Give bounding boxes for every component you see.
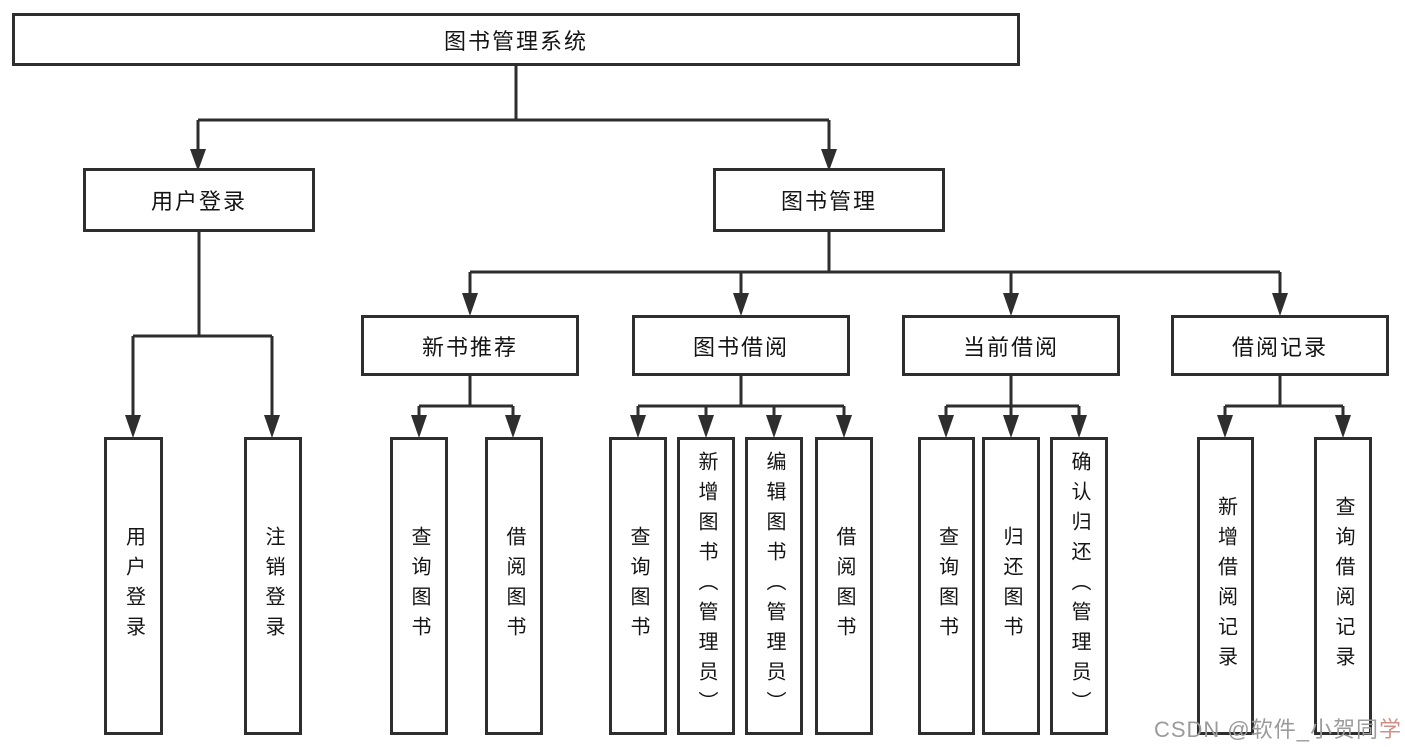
node-current-return-books-label: 归还图书 — [1000, 526, 1022, 646]
node-user-login-action-label: 用户登录 — [122, 526, 145, 646]
connector-user-login — [131, 232, 274, 416]
node-current-confirm-return-admin: 确认归还（管理员） — [1050, 437, 1108, 735]
node-recommend-borrow-books: 借阅图书 — [485, 437, 543, 735]
arrowhead — [411, 415, 427, 438]
arrowhead — [766, 415, 782, 438]
arrowhead — [462, 293, 478, 316]
arrowhead — [1003, 415, 1019, 438]
node-borrowing-borrow-books: 借阅图书 — [815, 437, 873, 735]
node-logout-action: 注销登录 — [244, 437, 302, 735]
node-book-management-label: 图书管理 — [780, 189, 877, 214]
connector-book-borrowing — [636, 376, 846, 416]
node-recommend-query-books: 查询图书 — [390, 437, 448, 735]
arrowhead — [505, 415, 521, 438]
node-records-add-record-label: 新增借阅记录 — [1214, 496, 1237, 676]
node-current-query-books: 查询图书 — [918, 437, 975, 735]
node-root-label: 图书管理系统 — [443, 28, 588, 54]
node-book-borrowing: 图书借阅 — [632, 315, 850, 376]
arrowhead — [836, 415, 852, 438]
arrowhead — [733, 293, 749, 316]
node-borrowing-add-books-admin-label: 新增图书（管理员） — [695, 451, 717, 721]
connector-borrowing-records — [1223, 376, 1345, 416]
node-borrowing-borrow-books-label: 借阅图书 — [833, 526, 855, 646]
node-borrowing-query-books-label: 查询图书 — [627, 526, 649, 646]
arrowhead — [821, 149, 837, 171]
node-borrowing-edit-books-admin-label: 编辑图书（管理员） — [763, 451, 785, 721]
arrowhead — [630, 415, 646, 438]
watermark-text: CSDN @软件_小贺同 — [1153, 717, 1379, 742]
arrowhead — [938, 415, 954, 438]
arrowheads — [125, 149, 1351, 438]
node-borrowing-add-books-admin: 新增图书（管理员） — [677, 437, 735, 735]
node-user-login: 用户登录 — [83, 168, 315, 232]
arrowhead — [264, 415, 280, 438]
arrowhead — [1217, 415, 1233, 438]
arrowhead — [190, 149, 206, 171]
node-user-login-label: 用户登录 — [150, 189, 247, 214]
watermark-accent: 学 — [1378, 717, 1402, 742]
node-root: 图书管理系统 — [12, 13, 1020, 66]
node-borrowing-records-label: 借阅记录 — [1231, 334, 1328, 360]
node-current-query-books-label: 查询图书 — [935, 526, 958, 646]
node-logout-action-label: 注销登录 — [262, 526, 284, 646]
arrowhead — [125, 415, 141, 438]
node-borrowing-edit-books-admin: 编辑图书（管理员） — [745, 437, 803, 735]
node-current-confirm-return-admin-label: 确认归还（管理员） — [1068, 451, 1090, 721]
node-borrowing-query-books: 查询图书 — [609, 437, 667, 735]
node-book-borrowing-label: 图书借阅 — [692, 334, 789, 360]
node-records-query-record-label: 查询借阅记录 — [1332, 496, 1354, 676]
connector-current-borrowing — [944, 376, 1081, 416]
node-current-borrowing-label: 当前借阅 — [962, 334, 1059, 360]
node-records-query-record: 查询借阅记录 — [1314, 437, 1372, 735]
node-new-book-recommend-label: 新书推荐 — [421, 334, 518, 360]
node-new-book-recommend: 新书推荐 — [361, 315, 579, 376]
arrowhead — [1272, 293, 1288, 316]
node-recommend-query-books-label: 查询图书 — [408, 526, 430, 646]
node-user-login-action: 用户登录 — [104, 437, 163, 735]
connector-root — [196, 66, 831, 152]
node-records-add-record: 新增借阅记录 — [1197, 437, 1254, 735]
watermark: CSDN @软件_小贺同学 — [1154, 712, 1402, 744]
arrowhead — [698, 415, 714, 438]
arrowhead — [1335, 415, 1351, 438]
node-book-management: 图书管理 — [713, 168, 945, 232]
connector-new-book-recommend — [417, 376, 515, 416]
arrowhead — [1071, 415, 1087, 438]
node-recommend-borrow-books-label: 借阅图书 — [503, 526, 525, 646]
node-borrowing-records: 借阅记录 — [1171, 315, 1389, 376]
node-current-borrowing: 当前借阅 — [902, 315, 1120, 376]
arrowhead — [1003, 293, 1019, 316]
node-current-return-books: 归还图书 — [982, 437, 1040, 735]
connector-book-management — [468, 232, 1282, 294]
